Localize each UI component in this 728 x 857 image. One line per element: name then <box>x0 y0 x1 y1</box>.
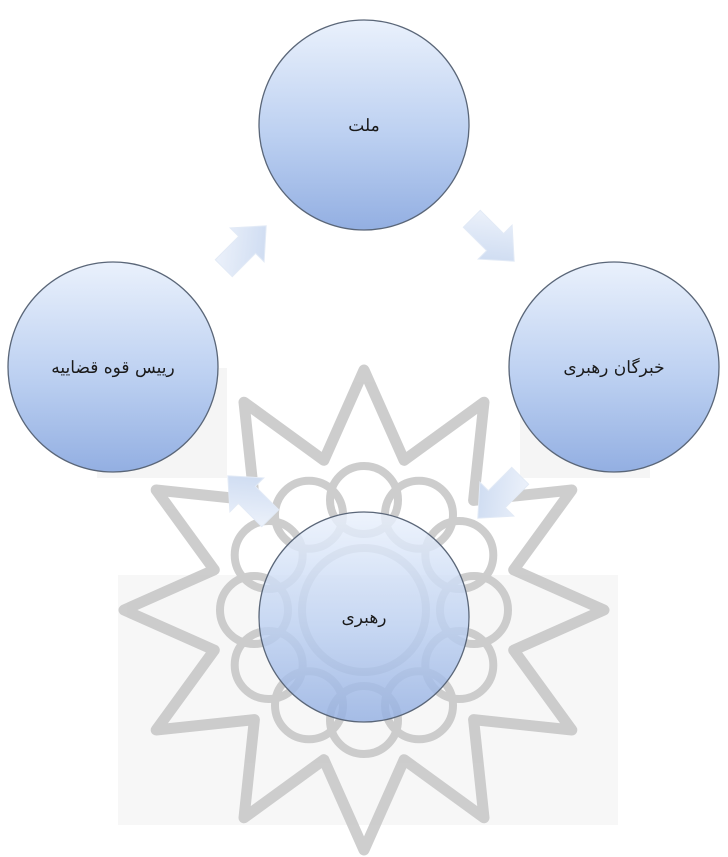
node-label-khobregan: خبرگان رهبری <box>563 357 664 378</box>
arrow-rais-to-melat <box>207 209 283 285</box>
node-khobregan: خبرگان رهبری <box>509 262 719 472</box>
node-rahbari: رهبری <box>259 512 469 722</box>
node-label-rahbari: رهبری <box>342 608 387 628</box>
arrow-melat-to-khobregan <box>455 202 531 278</box>
node-label-rais: رییس قوه قضاییه <box>51 358 174 378</box>
node-rais: رییس قوه قضاییه <box>8 262 218 472</box>
arrows-layer <box>207 202 537 535</box>
node-label-melat: ملت <box>348 116 379 136</box>
node-melat: ملت <box>259 20 469 230</box>
